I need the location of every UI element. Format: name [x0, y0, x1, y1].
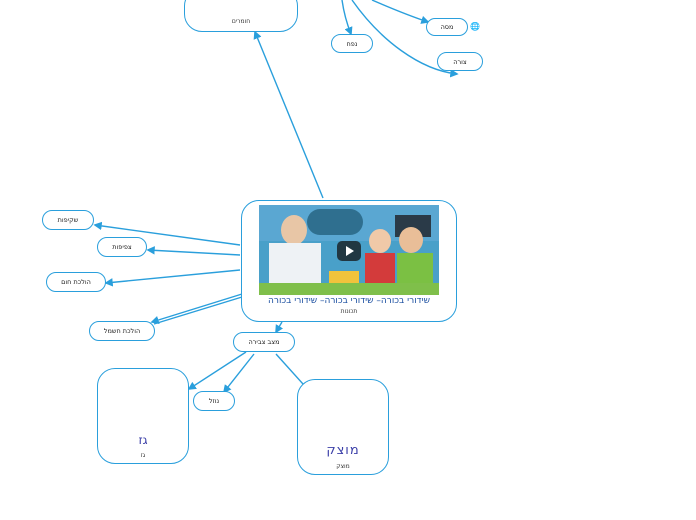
- connector-tzura: [351, 0, 459, 78]
- connector-tzfifut: [146, 246, 241, 256]
- node-mutzak-title: מוצק: [326, 443, 360, 458]
- node-tzura-label: צורה: [453, 57, 467, 66]
- connector-holchat-chom: [104, 269, 241, 287]
- connector-holchat-chashmal-2: [153, 296, 243, 325]
- node-gaz-title: גז: [138, 433, 148, 447]
- connector-top-card: [253, 30, 324, 199]
- connector-nozel: [222, 353, 255, 394]
- node-holchat-chom[interactable]: הולכת חום: [46, 272, 106, 292]
- video-caption: שידורי בכורה– שידורי בכורה– שידורי בכורה: [268, 296, 430, 306]
- node-mutzak-label: מוצק: [336, 463, 350, 470]
- node-nozel-label: נוזל: [208, 397, 220, 405]
- node-shkifut-label: שקיפות: [57, 216, 79, 224]
- node-nefach[interactable]: נפח: [331, 34, 373, 53]
- node-nozel[interactable]: נוזל: [193, 391, 235, 411]
- connector-misa: [371, 0, 430, 24]
- connector-shkifut: [93, 221, 241, 246]
- node-gaz-label: גז: [140, 452, 146, 459]
- connector-matzav-tzvira: [275, 321, 284, 334]
- node-matzav-tzvira-label: מצב צבירה: [248, 338, 280, 346]
- play-icon[interactable]: [337, 241, 361, 261]
- node-misa-label: מסה: [440, 23, 454, 31]
- globe-icon[interactable]: 🌐: [470, 22, 480, 31]
- connector-holchat-chashmal: [150, 293, 243, 325]
- node-tchunot-label: תכונות: [340, 308, 358, 315]
- connector-nefach: [341, 0, 353, 36]
- node-tzura[interactable]: צורה: [437, 52, 483, 71]
- node-holchat-chashmal-label: הולכת חשמל: [103, 327, 141, 335]
- node-tzfifut[interactable]: צפיפות: [97, 237, 147, 257]
- node-holchat-chom-label: הולכת חום: [61, 278, 91, 286]
- connector-gaz: [187, 351, 247, 390]
- node-chomarim-label: חומרים: [231, 18, 251, 25]
- node-misa[interactable]: מסה: [426, 18, 468, 36]
- node-matzav-tzvira[interactable]: מצב צבירה: [233, 332, 295, 352]
- video-thumbnail[interactable]: [259, 205, 439, 295]
- node-shkifut[interactable]: שקיפות: [42, 210, 94, 230]
- connector-mutzak: [275, 353, 304, 385]
- node-holchat-chashmal[interactable]: הולכת חשמל: [89, 321, 155, 341]
- node-chomarim[interactable]: חומרים: [184, 0, 298, 32]
- node-tzfifut-label: צפיפות: [112, 243, 132, 251]
- node-nefach-label: נפח: [346, 39, 358, 48]
- node-mutzak[interactable]: מוצק מוצק: [297, 379, 389, 475]
- node-gaz[interactable]: גז גז: [97, 368, 189, 464]
